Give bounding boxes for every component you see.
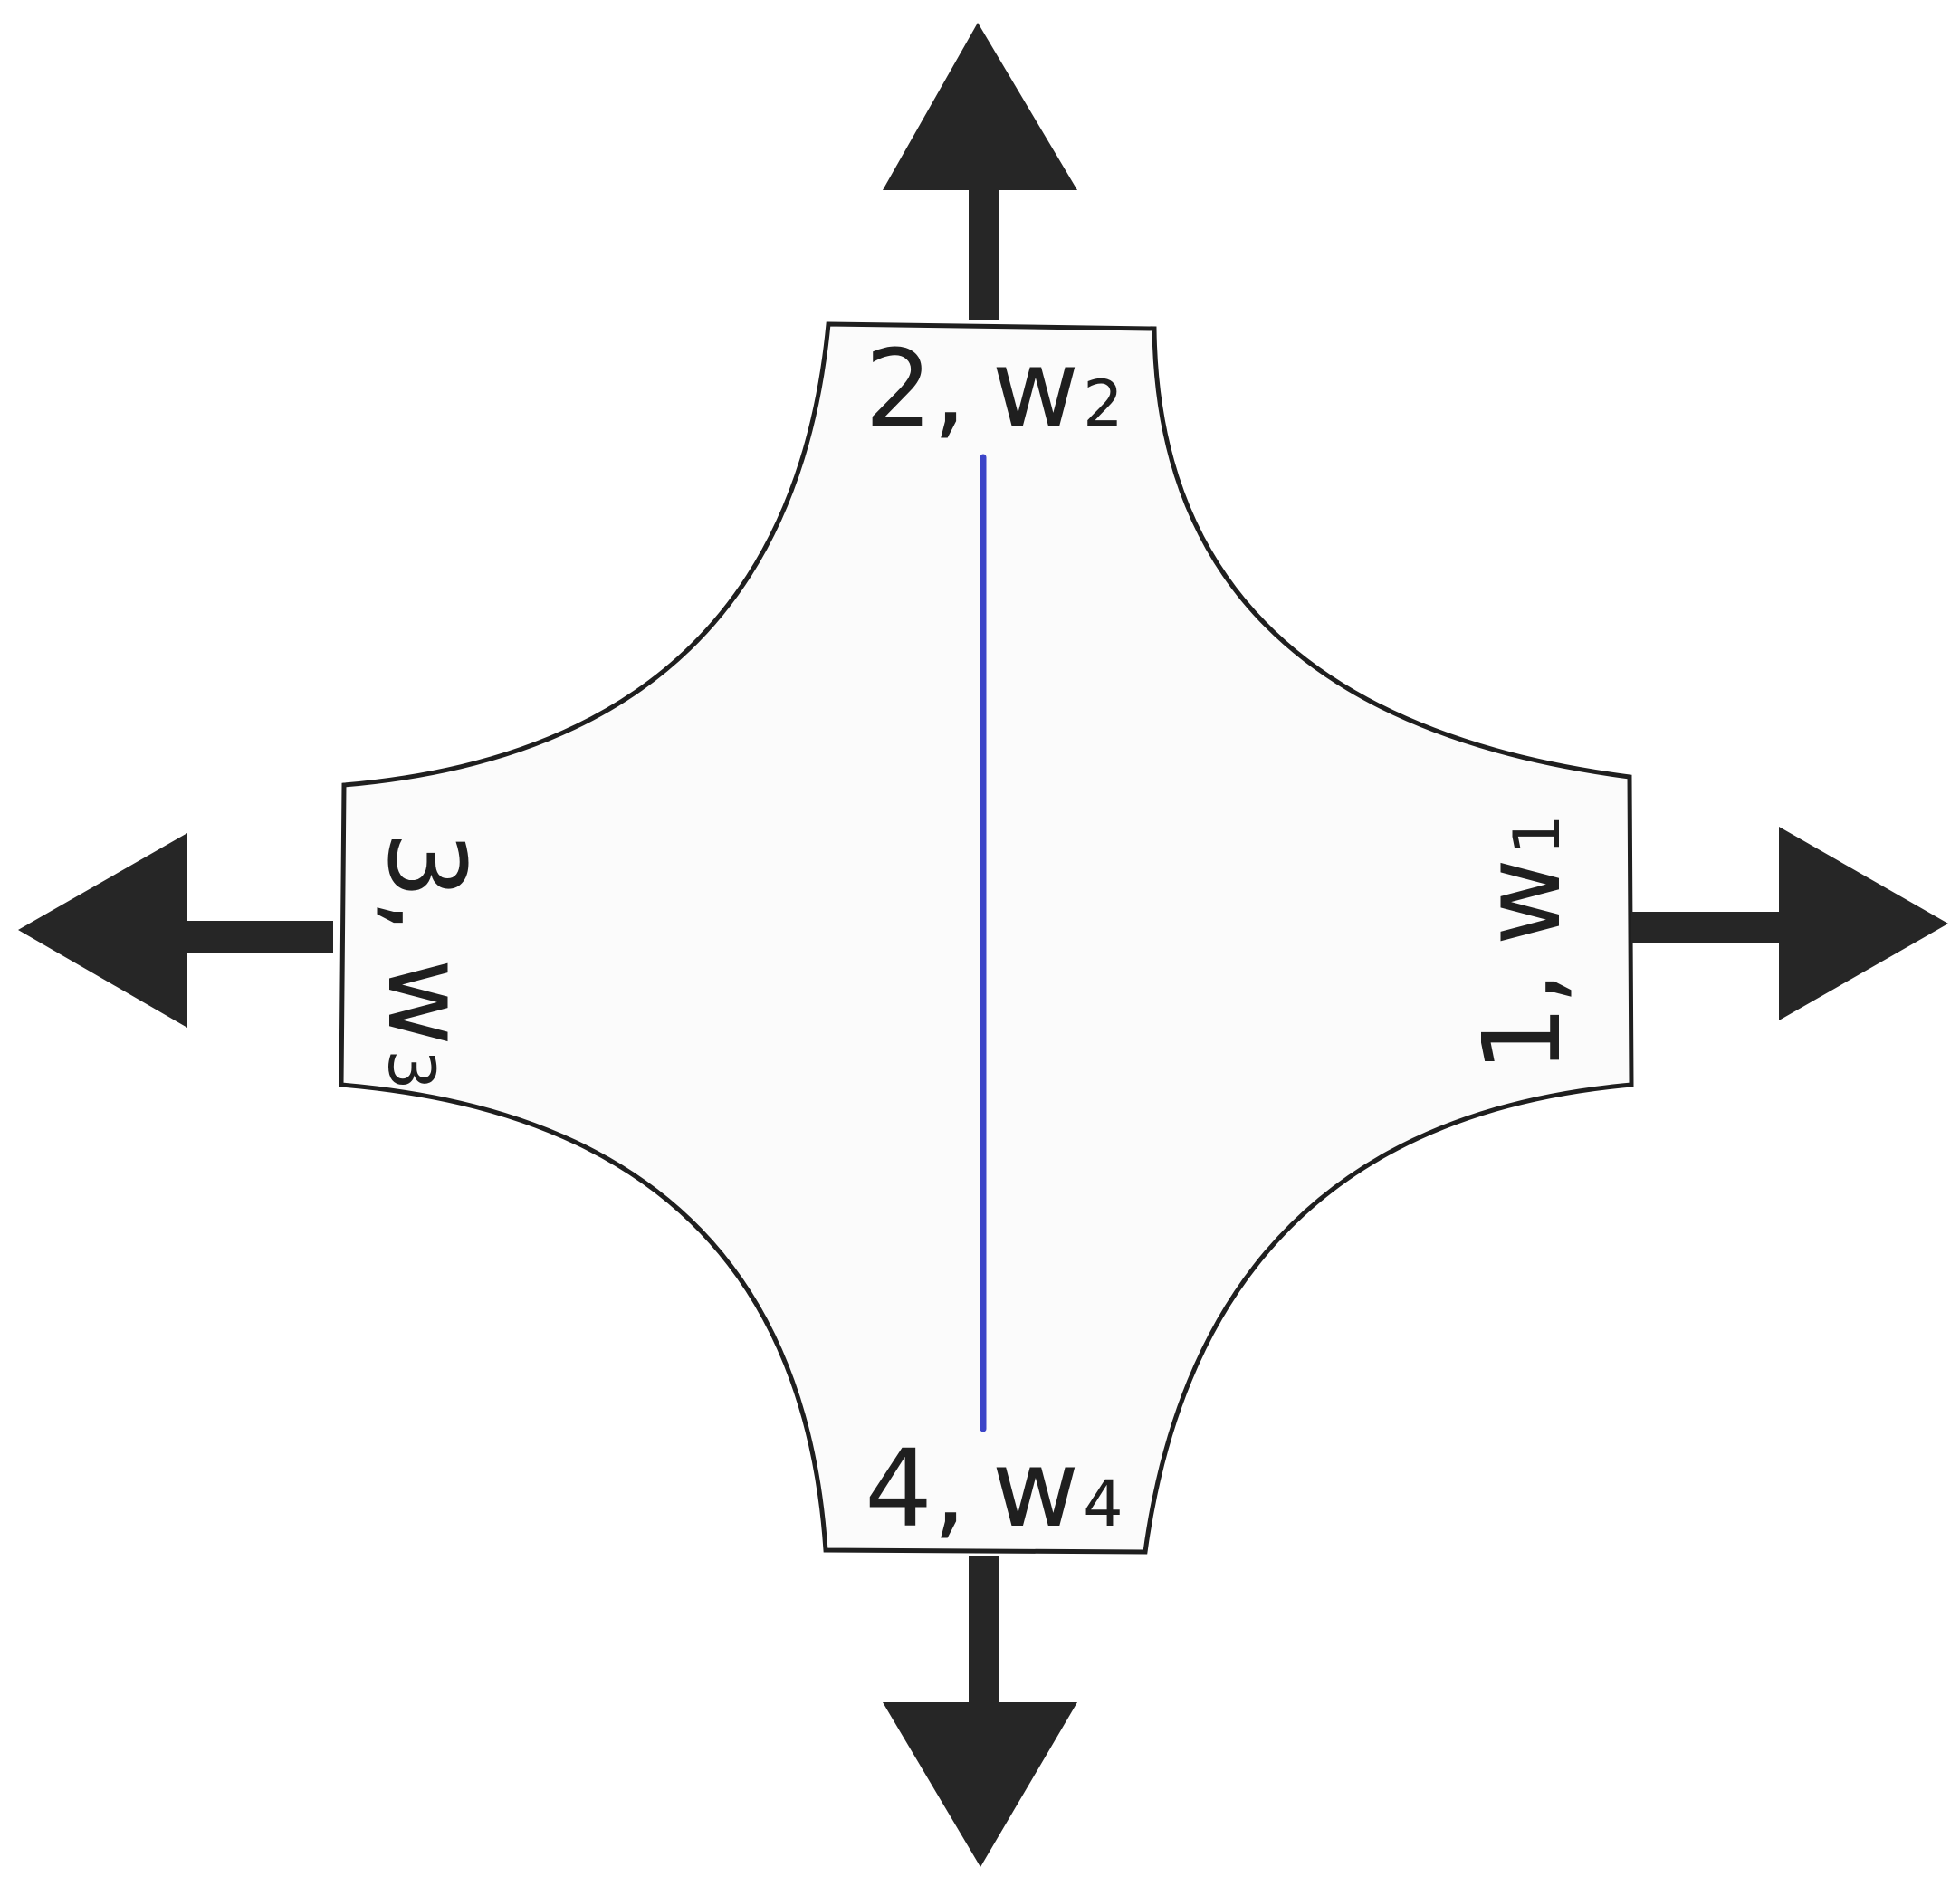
port-3-label: 3,w3 bbox=[364, 831, 489, 1090]
port-1-label: 1,w1 bbox=[1459, 814, 1584, 1073]
port-4-separator: , bbox=[932, 1426, 967, 1551]
port-2-sub: 2 bbox=[1083, 367, 1123, 441]
port-2-label: 2,w2 bbox=[865, 326, 1123, 451]
port-3-sub: 3 bbox=[374, 1049, 448, 1090]
port-4-number: 4 bbox=[865, 1426, 932, 1551]
port-4-sub: 4 bbox=[1083, 1467, 1123, 1541]
port-1-var: w bbox=[1459, 858, 1584, 946]
port-1-separator: , bbox=[1459, 971, 1584, 1005]
arrow-up-icon bbox=[883, 23, 1077, 320]
port-2-number: 2 bbox=[865, 326, 932, 451]
port-4-label: 4,w4 bbox=[865, 1426, 1123, 1551]
port-3-number: 3 bbox=[364, 831, 489, 899]
port-4-var: w bbox=[992, 1426, 1080, 1551]
port-2-var: w bbox=[992, 326, 1080, 451]
arrow-right-icon bbox=[1631, 827, 1948, 1020]
arrow-left-icon bbox=[18, 833, 333, 1028]
arrow-down-icon bbox=[883, 1556, 1077, 1867]
port-1-number: 1 bbox=[1459, 1005, 1584, 1073]
port-2-separator: , bbox=[932, 326, 967, 451]
port-3-var: w bbox=[364, 959, 489, 1047]
port-1-sub: 1 bbox=[1500, 814, 1574, 855]
port-3-separator: , bbox=[364, 899, 489, 934]
